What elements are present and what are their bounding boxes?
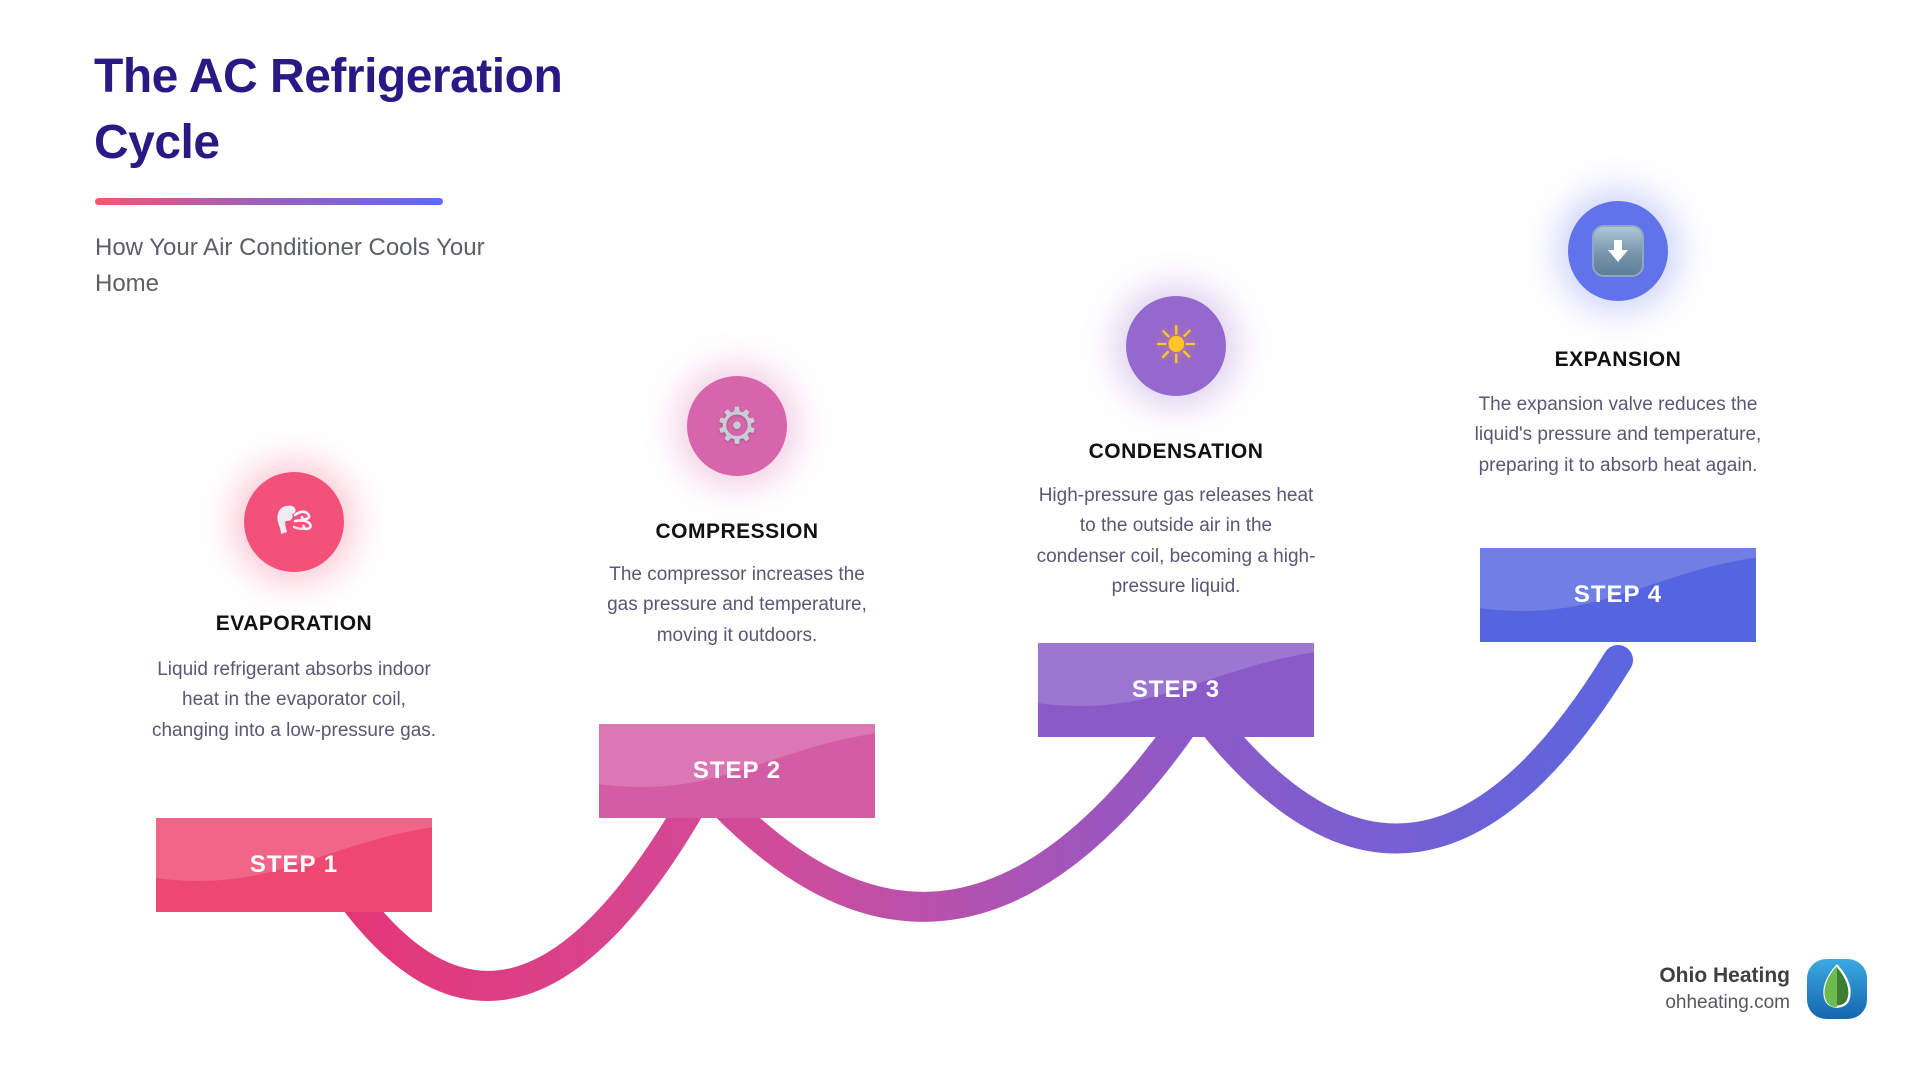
step-4-label: STEP 4 [1573, 581, 1663, 608]
step-3-heading: CONDENSATION [1088, 440, 1264, 463]
step-3-label: STEP 3 [1131, 676, 1221, 703]
badge-gloss [156, 818, 432, 881]
title-accent-bar [95, 198, 443, 205]
step-1-badge: STEP 1 [156, 818, 432, 912]
connector-1-2 [325, 775, 715, 1001]
step-4-heading: EXPANSION [1554, 348, 1682, 371]
step-3-icon-circle: ☀ [1126, 296, 1226, 396]
step-2-icon-circle: ⚙ [687, 376, 787, 476]
step-2-badge: STEP 2 [599, 724, 875, 818]
down-arrow-icon [1592, 225, 1644, 277]
step-group-compression: ⚙ COMPRESSION The compressor increases t… [577, 0, 897, 1080]
step-group-evaporation: EVAPORATION Liquid refrigerant absorbs i… [134, 0, 454, 1080]
step-4-icon-circle [1568, 201, 1668, 301]
step-3-description: High-pressure gas releases heat to the o… [1036, 485, 1316, 598]
step-group-condensation: ☀ CONDENSATION High-pressure gas release… [1016, 0, 1336, 1080]
step-4-badge: STEP 4 [1480, 548, 1756, 642]
step-3-badge: STEP 3 [1038, 643, 1314, 737]
page-subtitle: How Your Air Conditioner Cools Your Home [95, 234, 485, 297]
step-1-description: Liquid refrigerant absorbs indoor heat i… [151, 659, 437, 741]
connector-2-3 [705, 700, 1205, 922]
connector-3-4 [1195, 645, 1633, 854]
step-4-description: The expansion valve reduces the liquid's… [1474, 394, 1762, 476]
page-title: The AC Refrigeration Cycle [94, 50, 563, 170]
step-2-heading: COMPRESSION [655, 520, 819, 543]
step-1-icon-circle [244, 472, 344, 572]
brand-name: Ohio Heating [1659, 964, 1790, 987]
sun-icon: ☀ [1152, 316, 1200, 376]
badge-gloss [599, 724, 875, 787]
wind-face-icon [277, 505, 312, 534]
step-1-label: STEP 1 [249, 851, 339, 878]
step-group-expansion: EXPANSION The expansion valve reduces th… [1458, 0, 1778, 1080]
brand-block: Ohio Heating ohheating.com [1659, 958, 1868, 1020]
brand-leaf-logo [1806, 958, 1868, 1020]
step-2-description: The compressor increases the gas pressur… [607, 564, 867, 646]
down-arrow-glyph [1608, 240, 1628, 262]
badge-gloss [1480, 548, 1756, 611]
brand-website: ohheating.com [1665, 992, 1790, 1014]
badge-gloss [1038, 643, 1314, 706]
step-2-label: STEP 2 [692, 757, 782, 784]
gear-icon: ⚙ [714, 397, 760, 455]
step-1-heading: EVAPORATION [215, 612, 373, 635]
